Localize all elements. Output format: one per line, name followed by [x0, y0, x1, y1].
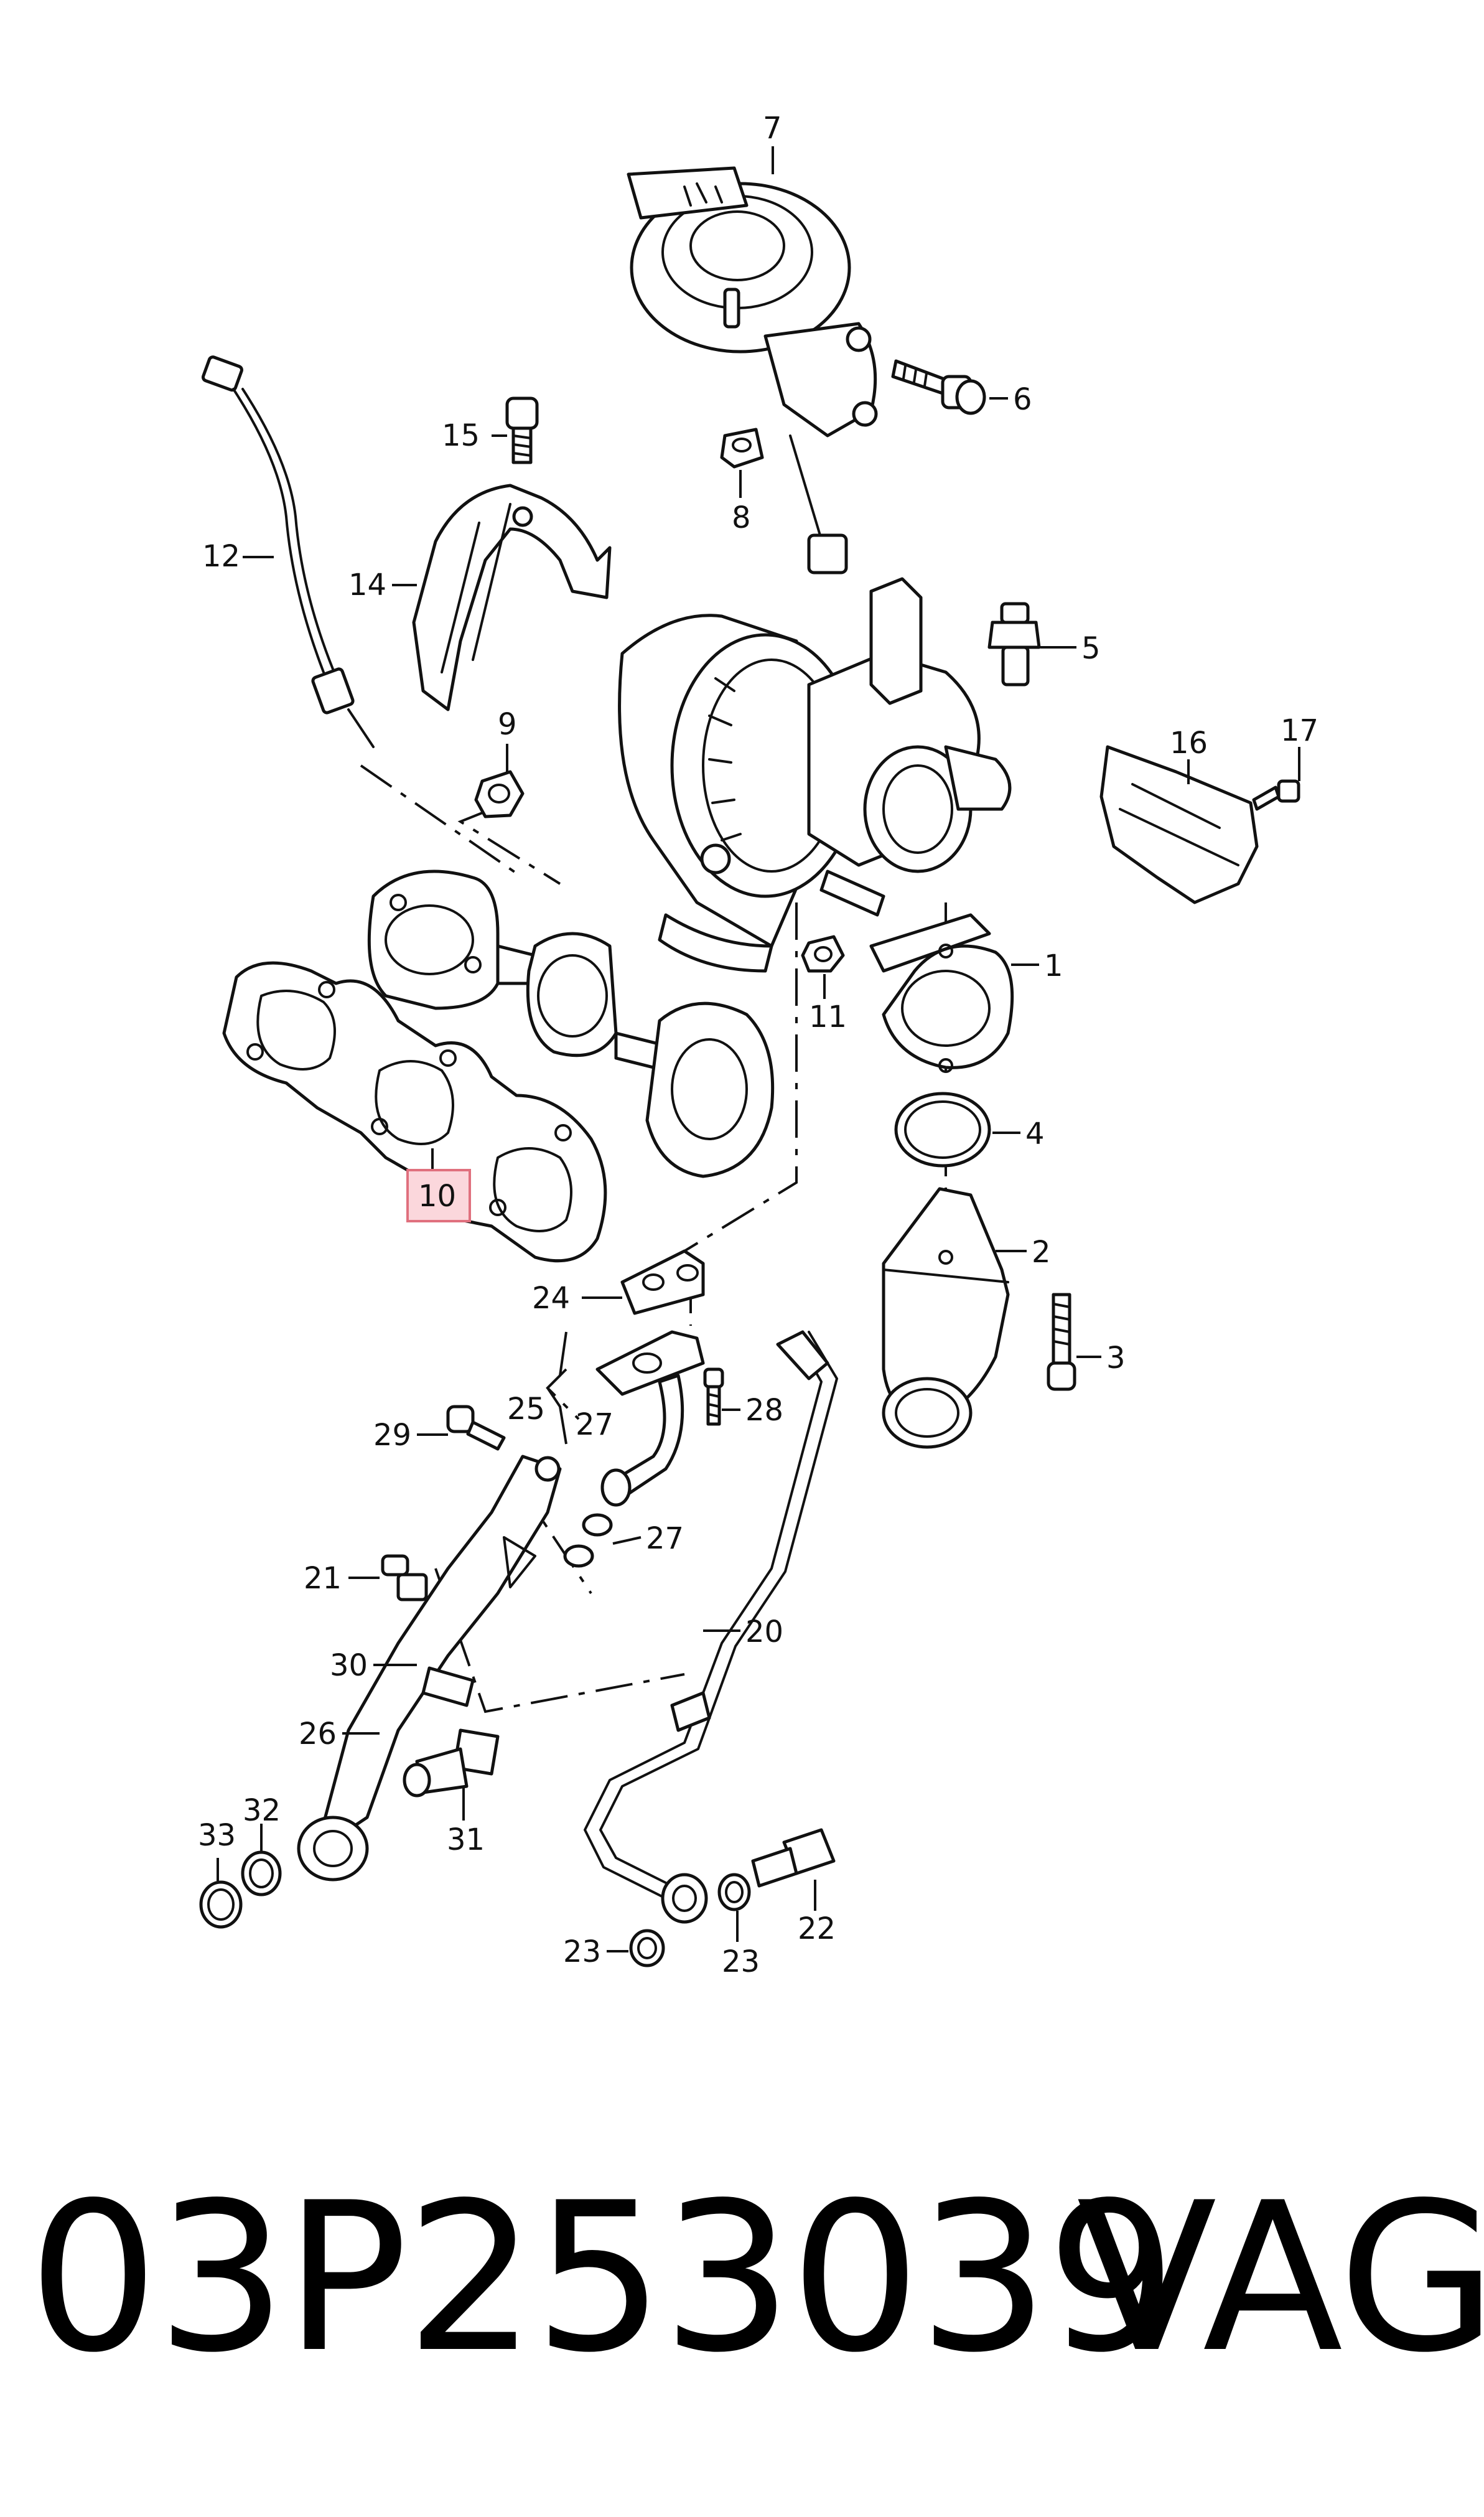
callout-16: 16: [1170, 726, 1208, 761]
nut-11: [801, 935, 845, 973]
seal-ring-23-lower: [629, 1929, 665, 1967]
bolt-3: [1047, 1293, 1076, 1391]
bolt-6: [891, 359, 986, 415]
banjo-bolt-31: [403, 1728, 500, 1798]
seal-27: [563, 1513, 613, 1568]
callout-29: 29: [373, 1418, 411, 1453]
callout-5: 5: [1081, 631, 1101, 666]
turbocharger-1: [618, 577, 1012, 973]
callout-6: 6: [1013, 382, 1032, 417]
callout-27b: 27: [646, 1521, 684, 1556]
part-number: 03P253039: [28, 2158, 1177, 2397]
bolt-29: [446, 1405, 506, 1451]
callout-26: 26: [299, 1717, 337, 1751]
callout-24: 24: [532, 1281, 570, 1316]
callout-17: 17: [1281, 713, 1318, 748]
actuator-vacuum-unit: [627, 166, 878, 574]
callout-1: 1: [1044, 949, 1063, 983]
callout-23b: 23: [722, 1944, 760, 1979]
part-footer: 03P253039 VAG: [0, 2147, 1484, 2409]
callout-20: 20: [745, 1615, 783, 1649]
banjo-bolt-22: [751, 1828, 836, 1888]
callout-27a: 27: [576, 1407, 614, 1442]
seal-ring-33: [199, 1880, 243, 1929]
elbow-2: [882, 1187, 1010, 1449]
callout-8: 8: [732, 500, 751, 535]
callout-25: 25: [507, 1392, 545, 1427]
callout-30: 30: [330, 1648, 368, 1683]
brand-name: VAG: [1076, 2158, 1484, 2397]
callout-11: 11: [809, 1000, 847, 1034]
seal-ring-23-upper: [717, 1873, 751, 1911]
bracket-16: [1099, 745, 1259, 904]
exploded-parts-diagram: 7 6 8 15 14 12 9 5 16 17 1 11 4 10 2 3 2…: [198, 111, 1318, 1979]
heat-shield-14: [412, 484, 612, 711]
sensor-12: [201, 355, 375, 748]
callout-32: 32: [243, 1793, 281, 1828]
callout-10: 10: [418, 1179, 456, 1214]
callout-7: 7: [763, 111, 782, 146]
seal-ring-4: [894, 1092, 991, 1168]
callout-15: 15: [442, 418, 480, 453]
union-5: [987, 602, 1041, 687]
screw-15: [505, 396, 539, 464]
callout-14: 14: [348, 568, 386, 602]
callout-4: 4: [1025, 1117, 1045, 1151]
bolt-28: [703, 1367, 724, 1426]
seal-ring-32: [241, 1850, 282, 1896]
nut-9: [474, 770, 525, 818]
callout-3: 3: [1106, 1341, 1126, 1376]
callout-2: 2: [1032, 1235, 1051, 1270]
gasket-24: [620, 1249, 705, 1315]
callout-12: 12: [202, 539, 240, 574]
oil-feed-pipe-20: [584, 1330, 838, 1924]
gasket-right-upper: [882, 944, 1014, 1073]
screw-17: [1252, 779, 1300, 811]
callout-9: 9: [498, 707, 517, 742]
oil-return-pipe-26: [297, 1455, 562, 1882]
highlight-box: [406, 1169, 471, 1222]
callout-28: 28: [745, 1393, 783, 1428]
callout-labels: 7 6 8 15 14 12 9 5 16 17 1 11 4 10 2 3 2…: [198, 111, 1318, 1979]
callout-31: 31: [447, 1822, 485, 1857]
callout-22: 22: [798, 1911, 836, 1946]
screw-21: [381, 1554, 428, 1601]
callout-23a: 23: [563, 1934, 601, 1969]
nut-8: [720, 428, 764, 469]
exhaust-manifold: [367, 869, 775, 1178]
oil-line-flange-25: [595, 1330, 705, 1507]
callout-21: 21: [304, 1561, 342, 1596]
callout-33: 33: [198, 1818, 236, 1853]
